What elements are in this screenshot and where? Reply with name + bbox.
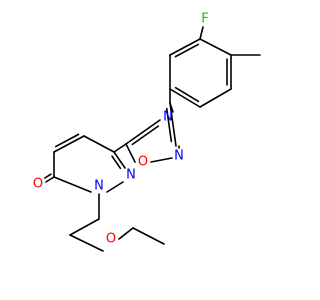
bond-benzene (199, 38, 232, 56)
bond-oxadiazole (150, 157, 173, 163)
bond-layer (44, 26, 261, 252)
atom-label-layer: F N N O N N O O (33, 12, 209, 247)
bond-benzene (226, 54, 232, 90)
bond-benzene (199, 88, 232, 108)
atom-fluorine: F (201, 12, 208, 27)
molecule-structure: F N N O N N O O (33, 12, 261, 252)
atom-carbonyl-o: O (33, 177, 43, 192)
bond-benzene (169, 86, 201, 108)
bond-pyridazine (83, 135, 115, 153)
bond-oxadiazole (165, 102, 177, 147)
bond-chain (118, 227, 134, 240)
bond-oxadiazole-pyridazine (113, 143, 127, 153)
bond-chain (132, 227, 165, 245)
bond-pyridazine (53, 176, 92, 193)
atom-pyridazine-n1: N (94, 179, 104, 194)
atom-ether-o: O (106, 232, 116, 247)
atom-pyridazine-n2: N (126, 168, 136, 183)
bond-chain (69, 218, 100, 236)
bond-oxadiazole (125, 143, 136, 163)
atom-oxadiazole-n3: N (163, 110, 173, 125)
atom-oxadiazole-o: O (138, 155, 148, 170)
bond-oxadiazole (125, 119, 161, 146)
bond-benzene (169, 38, 201, 58)
bond-pyridazine (111, 151, 126, 170)
bond-chain (69, 234, 104, 252)
bond-pyridazine (53, 133, 85, 153)
atom-oxadiazole-n4: N (174, 149, 184, 164)
bond-carbonyl (44, 173, 55, 183)
bond-pyridazine (106, 181, 124, 193)
bond-c-f (199, 26, 204, 40)
